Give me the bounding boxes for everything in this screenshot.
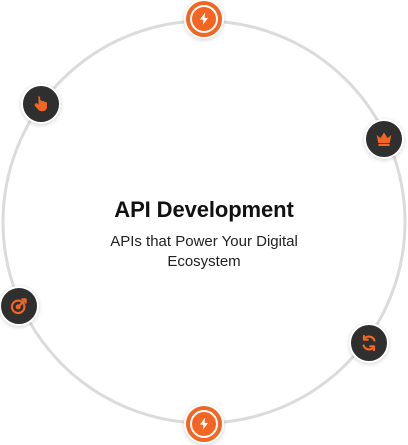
hand-pointer-icon [21, 84, 61, 124]
target-icon [0, 286, 39, 326]
lightning-icon [184, 404, 224, 444]
section-subtitle: APIs that Power Your Digital Ecosystem [110, 233, 298, 270]
crown-icon [364, 119, 404, 159]
lightning-icon [184, 0, 224, 39]
section-title: API Development [114, 197, 294, 222]
refresh-icon [349, 323, 389, 363]
